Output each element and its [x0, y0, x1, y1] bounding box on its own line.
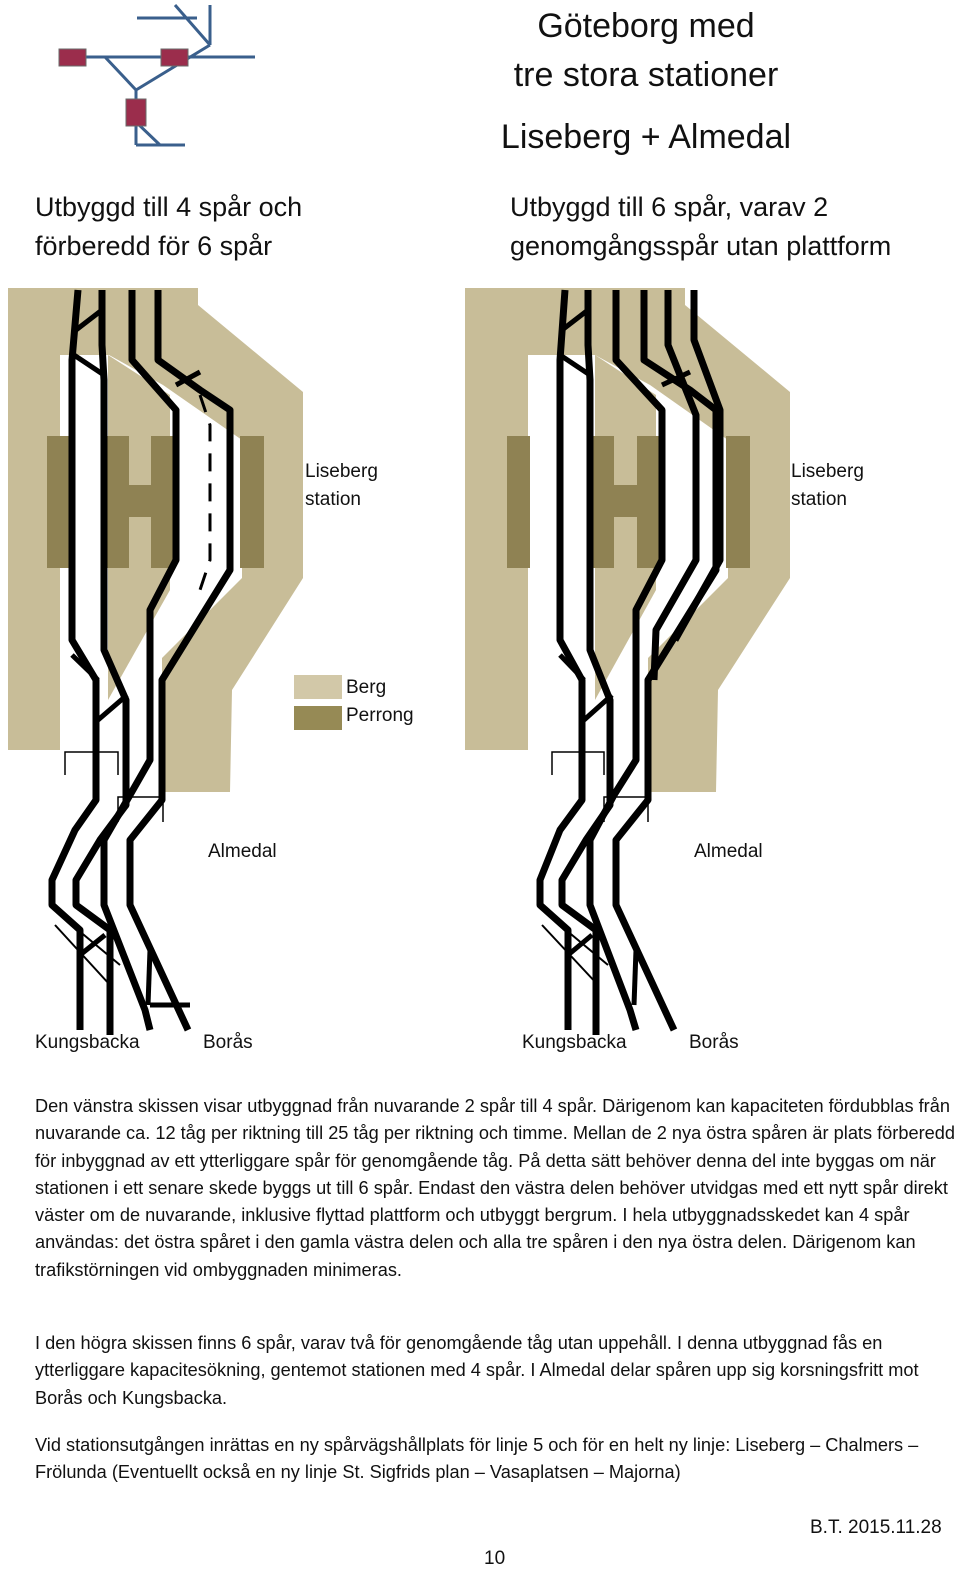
tracks-left [48, 289, 234, 1035]
right-kungsbacka-label: Kungsbacka [522, 1032, 627, 1053]
title-line-2: tre stora stationer [513, 56, 779, 95]
legend-platform-label: Perrong [346, 705, 414, 726]
tracks-right [536, 289, 724, 1035]
future-track-dashed-left [198, 394, 212, 591]
left-heading-line-2: förberedd för 6 spår [35, 231, 273, 262]
legend-platform-swatch [294, 706, 342, 730]
logo-station-markers [58, 48, 189, 127]
body-paragraph-3: Vid stationsutgången inrättas en ny spår… [35, 1435, 919, 1483]
signal-frames-right [551, 751, 649, 822]
left-kungsbacka-label: Kungsbacka [35, 1032, 140, 1053]
legend-rock-label: Berg [346, 677, 387, 698]
page-number: 10 [484, 1548, 506, 1569]
right-station-line-1: Liseberg [791, 461, 864, 482]
left-station-line-1: Liseberg [305, 461, 378, 482]
platforms-left [47, 436, 264, 568]
left-boras-label: Borås [203, 1032, 253, 1053]
right-heading-line-1: Utbyggd till 6 spår, varav 2 [510, 192, 829, 222]
right-almedal-label: Almedal [694, 841, 763, 862]
page-subtitle: Liseberg + Almedal [500, 118, 792, 156]
title-line-1: Göteborg med [537, 7, 755, 45]
body-paragraph-2: I den högra skissen finns 6 spår, varav … [35, 1333, 919, 1408]
track-crossovers-right [558, 308, 692, 1006]
right-heading-line-2: genomgångsspår utan plattform [510, 231, 892, 262]
left-sketch-heading: Utbyggd till 4 spår och förberedd för 6 … [35, 188, 302, 266]
right-sketch-heading: Utbyggd till 6 spår, varav 2 genomgångss… [510, 188, 891, 266]
right-station-line-2: station [791, 488, 847, 510]
platforms-right [507, 436, 750, 568]
page-title: Göteborg med tre stora stationer [456, 2, 836, 101]
right-boras-label: Borås [689, 1032, 739, 1053]
network-logo-icon [60, 4, 255, 147]
track-crossovers-left [70, 308, 202, 1008]
left-station-line-2: station [305, 488, 361, 510]
left-heading-line-1: Utbyggd till 4 spår och [35, 192, 303, 222]
legend-rock-swatch [294, 675, 342, 699]
left-station-label: Liseberg station [305, 458, 378, 513]
track-ends-left [54, 914, 121, 986]
right-station-label: Liseberg station [791, 458, 864, 513]
signal-frames-left [64, 751, 164, 822]
rock-area-right [465, 288, 790, 792]
track-ends-right [541, 914, 609, 986]
signature-date: B.T. 2015.11.28 [810, 1517, 942, 1538]
body-paragraph-1: Den vänstra skissen visar utbyggnad från… [35, 1096, 955, 1280]
left-almedal-label: Almedal [208, 841, 277, 862]
